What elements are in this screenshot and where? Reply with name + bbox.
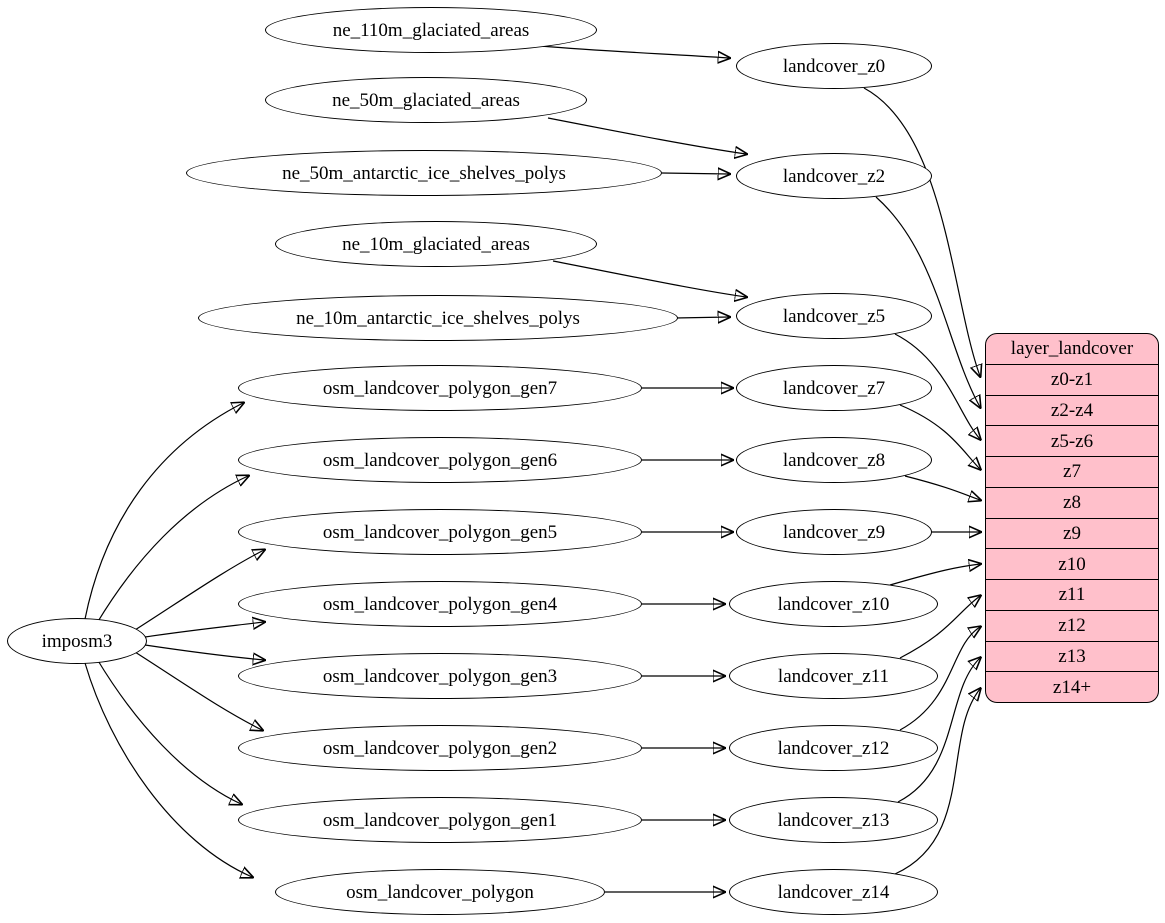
- layer-landcover-row-z7: z7: [986, 456, 1158, 487]
- node-label: ne_50m_glaciated_areas: [332, 89, 520, 111]
- layer-landcover-row-z11: z11: [986, 579, 1158, 610]
- node-label: osm_landcover_polygon_gen5: [322, 521, 558, 543]
- node-imposm3: imposm3: [7, 618, 147, 664]
- node-label: ne_110m_glaciated_areas: [332, 19, 530, 41]
- node-landcover-z9: landcover_z9: [736, 509, 932, 555]
- node-label: osm_landcover_polygon_gen4: [322, 593, 558, 615]
- layer-landcover-row-z5-z6: z5-z6: [986, 425, 1158, 456]
- node-label: landcover_z9: [782, 521, 886, 543]
- node-landcover-z0: landcover_z0: [736, 43, 932, 89]
- node-osm-landcover-polygon-gen1: osm_landcover_polygon_gen1: [238, 797, 642, 843]
- edge-ne50a-z2: [661, 173, 729, 174]
- node-osm-landcover-polygon-gen6: osm_landcover_polygon_gen6: [238, 437, 642, 483]
- node-label: osm_landcover_polygon_gen1: [322, 809, 558, 831]
- node-label: osm_landcover_polygon_gen6: [322, 449, 558, 471]
- node-label: landcover_z0: [782, 55, 886, 77]
- layer-landcover-row-z8: z8: [986, 486, 1158, 518]
- edge-z0-row: [863, 87, 980, 376]
- node-landcover-z14: landcover_z14: [729, 869, 938, 915]
- edge-imposm3-poly: [84, 662, 252, 877]
- edge-ne110-z0: [539, 45, 729, 58]
- edge-z10-row: [889, 564, 980, 586]
- node-ne-10m-glaciated-areas: ne_10m_glaciated_areas: [275, 221, 597, 267]
- node-label: landcover_z12: [777, 737, 890, 759]
- node-label: imposm3: [41, 630, 113, 652]
- edge-imposm3-gen2: [134, 651, 262, 730]
- edge-imposm3-gen3: [144, 644, 264, 660]
- edge-imposm3-gen5: [134, 550, 264, 631]
- node-label: landcover_z2: [782, 165, 886, 187]
- node-ne-50m-antarctic-ice-shelves-polys: ne_50m_antarctic_ice_shelves_polys: [186, 150, 662, 196]
- layer-landcover-row-z0-z1: z0-z1: [986, 363, 1158, 395]
- layer-landcover-row-z2-z4: z2-z4: [986, 394, 1158, 426]
- layer-landcover-row-z12: z12: [986, 609, 1158, 641]
- node-label: osm_landcover_polygon_gen7: [322, 377, 558, 399]
- node-label: landcover_z8: [782, 449, 886, 471]
- node-osm-landcover-polygon-gen5: osm_landcover_polygon_gen5: [238, 509, 642, 555]
- node-landcover-z11: landcover_z11: [729, 653, 938, 699]
- node-landcover-z2: landcover_z2: [736, 153, 932, 199]
- node-osm-landcover-polygon-gen3: osm_landcover_polygon_gen3: [238, 653, 642, 699]
- node-label: osm_landcover_polygon_gen3: [322, 665, 558, 687]
- edge-imposm3-gen7: [84, 403, 243, 620]
- node-ne-50m-glaciated-areas: ne_50m_glaciated_areas: [265, 77, 587, 123]
- node-layer-landcover: layer_landcover z0-z1 z2-z4 z5-z6 z7 z8 …: [985, 333, 1159, 703]
- edge-imposm3-gen4: [144, 622, 264, 638]
- node-label: landcover_z13: [777, 809, 890, 831]
- node-osm-landcover-polygon: osm_landcover_polygon: [275, 869, 605, 915]
- layer-landcover-row-z9: z9: [986, 517, 1158, 549]
- edge-imposm3-gen6: [96, 476, 248, 624]
- edge-imposm3-gen1: [96, 658, 241, 804]
- layer-landcover-row-z14plus: z14+: [986, 671, 1158, 702]
- node-ne-110m-glaciated-areas: ne_110m_glaciated_areas: [265, 7, 597, 53]
- edge-ne50g-z2: [547, 117, 746, 154]
- node-label: osm_landcover_polygon: [346, 881, 534, 903]
- edge-z13-row: [897, 658, 980, 803]
- node-osm-landcover-polygon-gen2: osm_landcover_polygon_gen2: [238, 725, 642, 771]
- edge-z12-row: [899, 627, 980, 731]
- node-osm-landcover-polygon-gen4: osm_landcover_polygon_gen4: [238, 581, 642, 627]
- edge-z2-row: [875, 196, 980, 407]
- edge-z5-row: [894, 333, 980, 439]
- node-landcover-z12: landcover_z12: [729, 725, 938, 771]
- node-landcover-z13: landcover_z13: [729, 797, 938, 843]
- edge-z14-row: [894, 689, 980, 875]
- node-landcover-z10: landcover_z10: [729, 581, 938, 627]
- edge-z7-row: [899, 404, 980, 469]
- edge-z11-row: [899, 596, 980, 659]
- node-osm-landcover-polygon-gen7: osm_landcover_polygon_gen7: [238, 365, 642, 411]
- node-label: landcover_z10: [777, 593, 890, 615]
- node-label: landcover_z14: [777, 881, 890, 903]
- node-label: ne_10m_antarctic_ice_shelves_polys: [296, 307, 580, 329]
- node-label: ne_50m_antarctic_ice_shelves_polys: [282, 162, 566, 184]
- node-label: landcover_z7: [782, 377, 886, 399]
- node-landcover-z7: landcover_z7: [736, 365, 932, 411]
- layer-landcover-row-z10: z10: [986, 548, 1158, 579]
- edge-ne10g-z5: [552, 260, 746, 297]
- node-label: ne_10m_glaciated_areas: [342, 233, 530, 255]
- edge-ne10a-z5: [674, 317, 729, 318]
- node-label: landcover_z5: [782, 305, 886, 327]
- node-landcover-z8: landcover_z8: [736, 437, 932, 483]
- edge-z8-row: [904, 475, 980, 500]
- node-label: osm_landcover_polygon_gen2: [322, 737, 558, 759]
- node-label: landcover_z11: [777, 665, 890, 687]
- node-landcover-z5: landcover_z5: [736, 293, 932, 339]
- node-ne-10m-antarctic-ice-shelves-polys: ne_10m_antarctic_ice_shelves_polys: [198, 295, 678, 341]
- layer-landcover-title: layer_landcover: [1010, 338, 1134, 360]
- layer-landcover-row-z13: z13: [986, 640, 1158, 672]
